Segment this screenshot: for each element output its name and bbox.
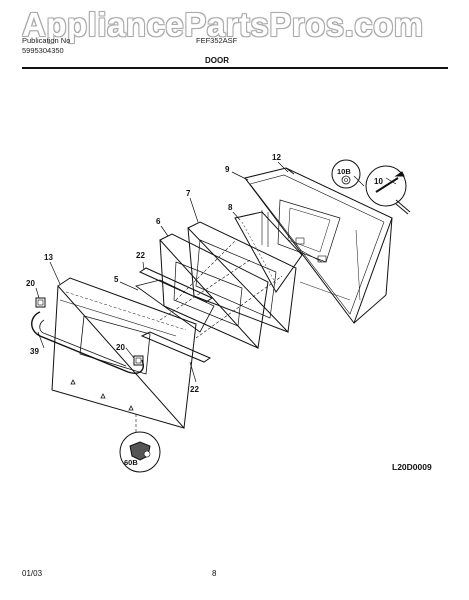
handle-bracket-left — [35, 297, 46, 308]
watermark-logo: AppliancePartsPros.com — [22, 6, 424, 43]
inner-door-frame — [187, 221, 297, 334]
callout-8: 8 — [228, 203, 233, 212]
screw-60b-detail — [119, 431, 161, 473]
washer-detail — [331, 159, 361, 189]
callout-20-left: 20 — [26, 279, 35, 288]
assembly-lines — [135, 239, 283, 432]
diagram-code: L20D0009 — [392, 462, 432, 472]
callout-leaders — [35, 161, 397, 383]
publication-label: Publication No — [22, 36, 71, 45]
insulation-panel — [234, 211, 303, 293]
publication-number: 5995304350 — [22, 46, 64, 55]
callout-10: 10 — [374, 177, 383, 186]
callout-60b: 60B — [124, 458, 138, 467]
door-liner — [244, 167, 393, 325]
window-frame — [159, 233, 269, 350]
window-glass — [135, 279, 215, 333]
footer-date: 01/03 — [22, 569, 43, 578]
callout-20-right: 20 — [116, 343, 125, 352]
callout-22-upper: 22 — [136, 251, 145, 260]
callout-12: 12 — [272, 153, 281, 162]
callout-10b: 10B — [337, 167, 351, 176]
callout-13: 13 — [44, 253, 53, 262]
door-handle — [31, 311, 144, 374]
door-screws — [70, 379, 134, 411]
page-number: 8 — [212, 569, 217, 578]
callout-22-lower: 22 — [190, 385, 199, 394]
callout-7: 7 — [186, 189, 191, 198]
header-rule — [22, 67, 448, 69]
outer-door-panel — [51, 277, 197, 430]
section-title: DOOR — [205, 56, 229, 65]
screw-detail — [365, 165, 411, 215]
callout-39: 39 — [30, 347, 39, 356]
glass-retainer-lower — [140, 331, 212, 363]
handle-bracket-right — [133, 355, 144, 366]
callout-6: 6 — [156, 217, 161, 226]
callout-9: 9 — [225, 165, 230, 174]
callout-5: 5 — [114, 275, 119, 284]
model-number: FEF352ASF — [196, 36, 238, 45]
